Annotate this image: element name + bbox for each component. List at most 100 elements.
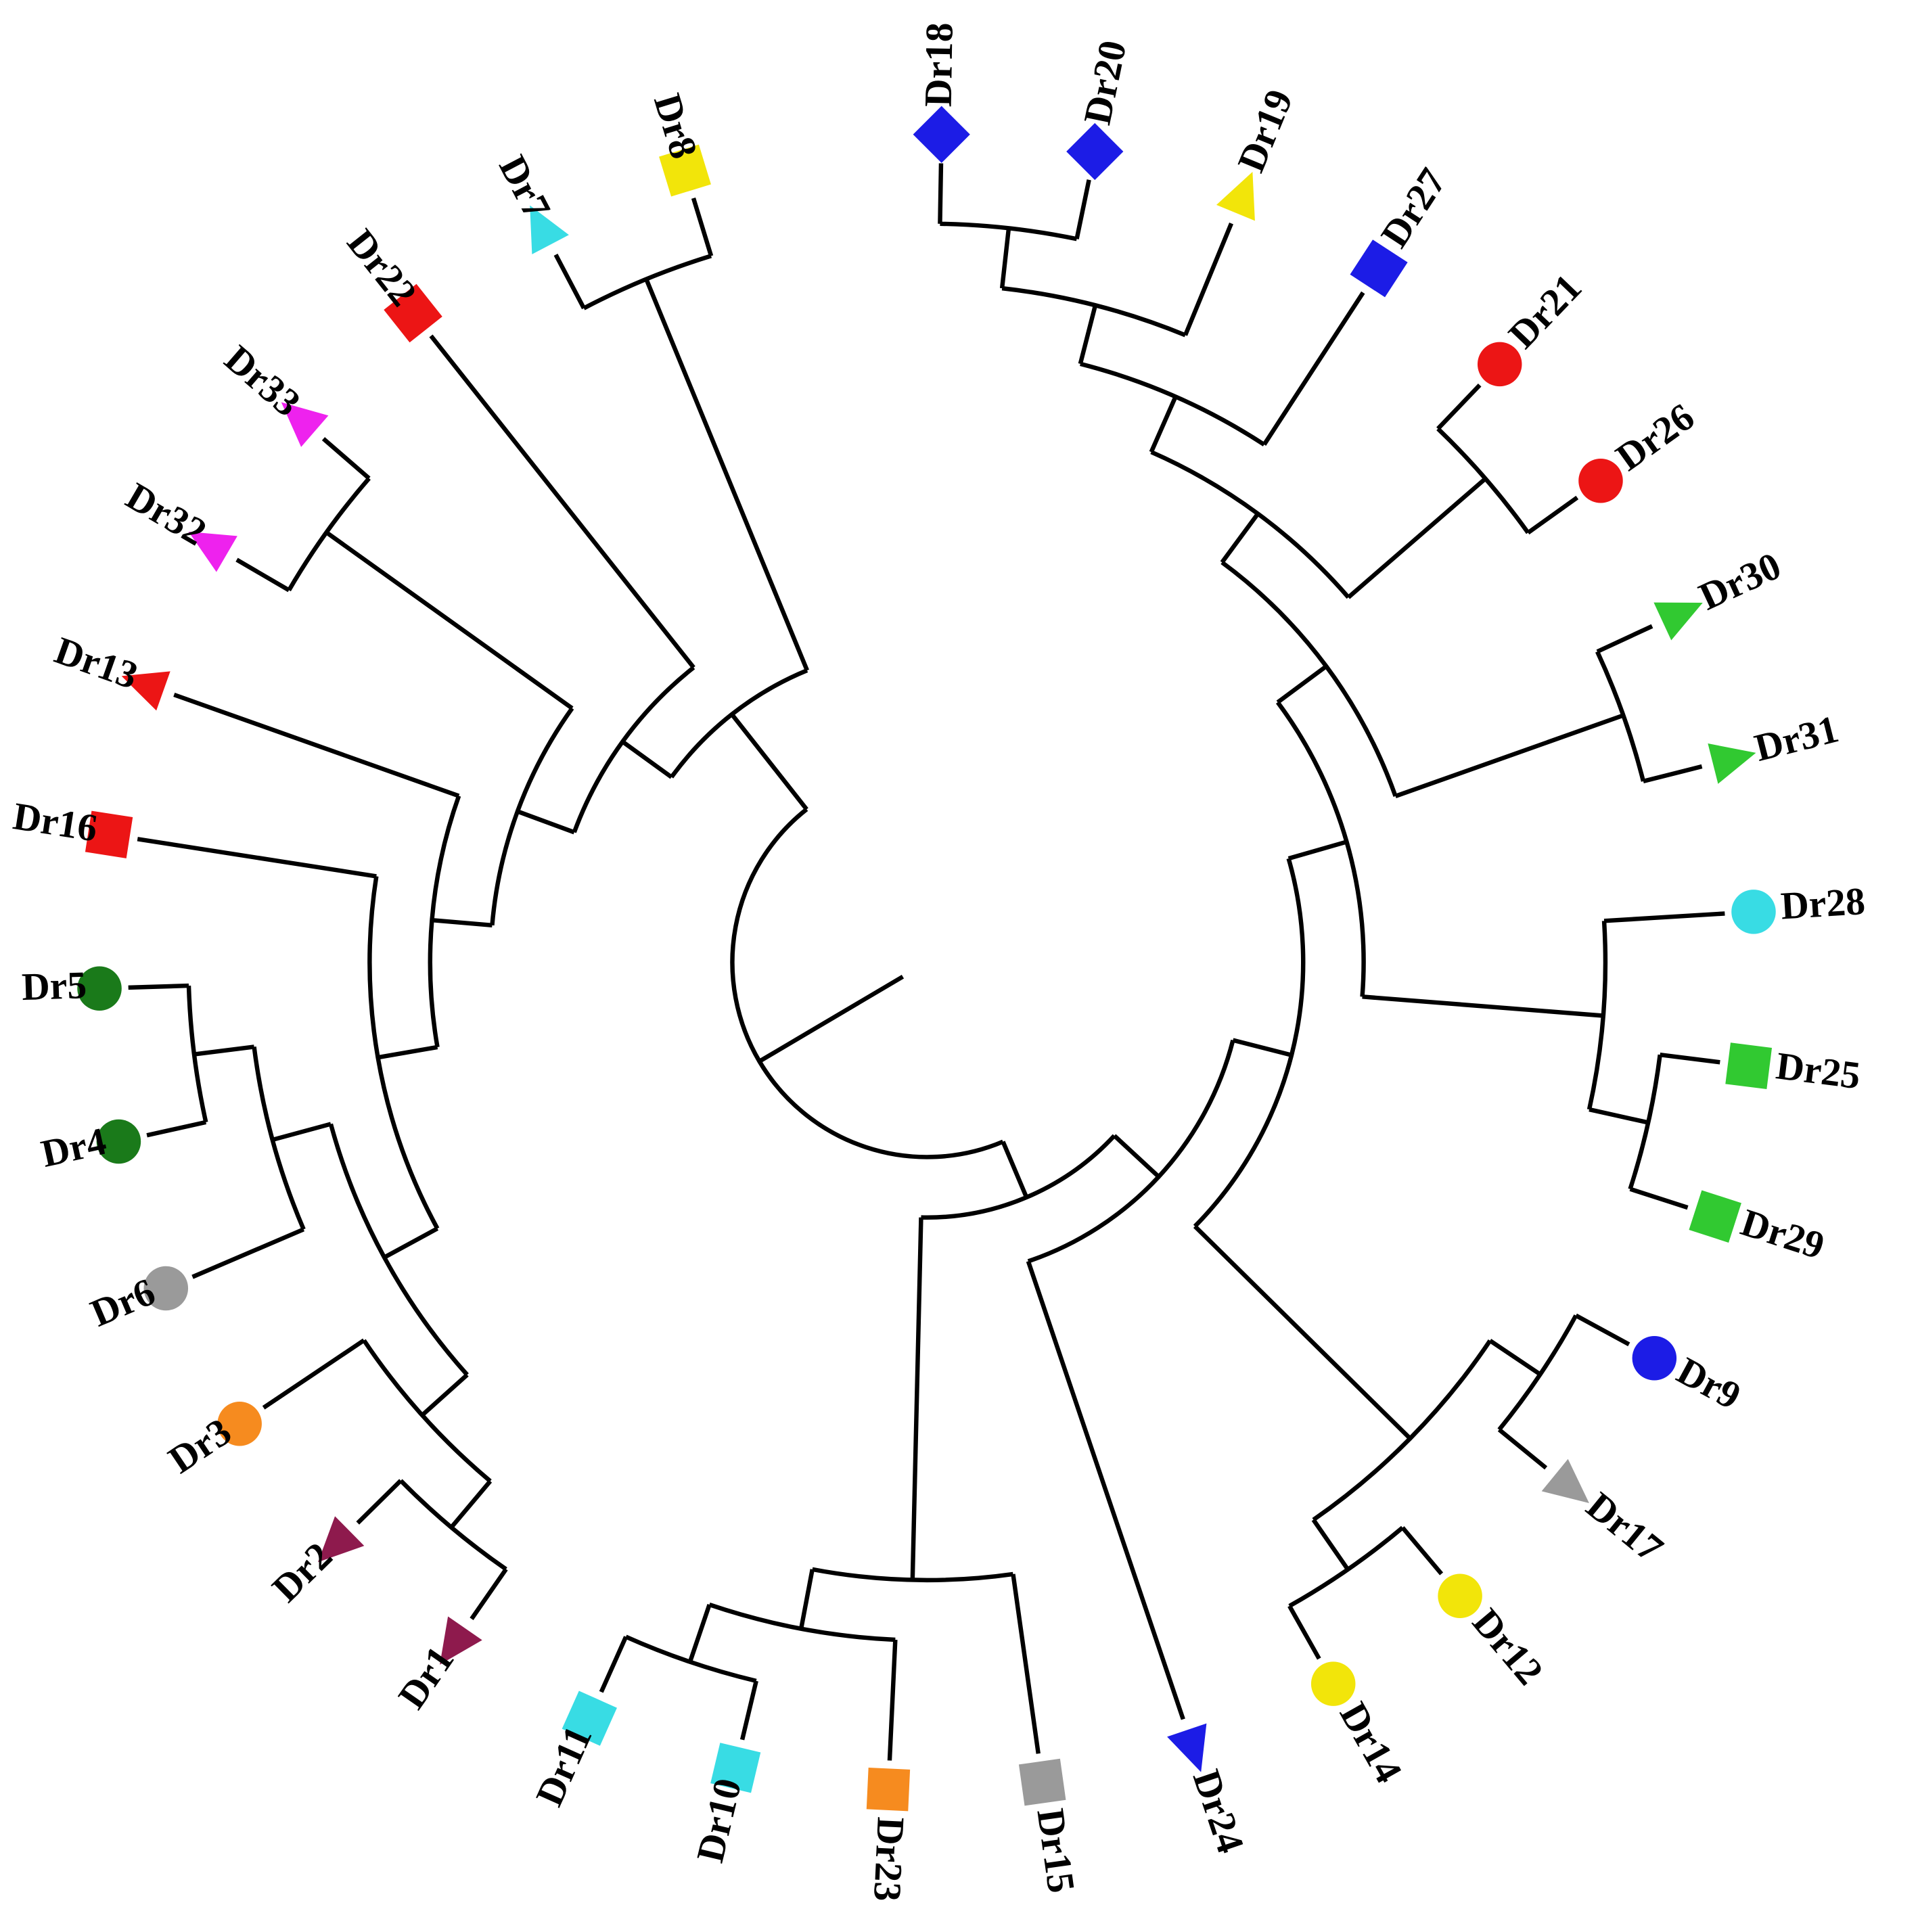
clade-arc-L2 <box>252 1046 306 1230</box>
branch-F1 <box>1488 1338 1542 1376</box>
branch-Dr28 <box>1603 911 1725 923</box>
gray-triangle-marker-icon <box>1541 1458 1589 1503</box>
red-circle-marker-icon <box>1578 458 1623 503</box>
clade-arc-R6 <box>1595 650 1646 782</box>
cyan-square-marker-icon <box>710 1742 761 1793</box>
leaf-label-Dr4: Dr4 <box>37 1120 110 1175</box>
branch-Dr2 <box>356 1478 403 1525</box>
leaf-marker-Dr22 <box>384 283 442 342</box>
magenta-triangle-marker-icon <box>188 531 237 572</box>
leaf-marker-Dr8 <box>659 144 711 197</box>
branch-Dr31 <box>1643 764 1703 783</box>
leaf-marker-Dr19 <box>1216 171 1255 221</box>
branch-A1 <box>621 739 673 779</box>
clade-arc-R1 <box>940 221 1078 241</box>
clade-arc-G2 <box>708 1602 896 1642</box>
branch-A3 <box>432 917 493 927</box>
blue-circle-marker-icon <box>1632 1335 1677 1380</box>
cyan-circle-marker-icon <box>1731 889 1776 934</box>
branch-Dr12 <box>1400 1525 1444 1576</box>
clade-arc-R4 <box>1436 426 1530 534</box>
branch-Dr30 <box>1596 624 1653 653</box>
leaf-marker-Dr29 <box>1689 1189 1741 1243</box>
leaf-label-Dr5: Dr5 <box>21 964 87 1009</box>
branch-F2 <box>1311 1518 1350 1571</box>
red-circle-marker-icon <box>1477 342 1522 386</box>
leaf-marker-Dr32 <box>188 531 237 572</box>
leaf-marker-Dr10 <box>710 1742 761 1793</box>
branch-G3 <box>910 1217 923 1580</box>
clade-arc-G3 <box>812 1567 1013 1582</box>
clade-arc-R2 <box>1001 285 1187 337</box>
gray-square-marker-icon <box>1018 1758 1066 1806</box>
branch-Dr3 <box>262 1338 365 1410</box>
branch-Dr22 <box>429 334 695 669</box>
leaf-marker-Dr20 <box>1066 122 1124 180</box>
branch-Dr7 <box>553 253 586 309</box>
branch-Dr25 <box>1660 1052 1720 1065</box>
clade-arc-F1 <box>1497 1314 1578 1431</box>
leaf-marker-Dr27 <box>1350 239 1408 297</box>
leaf-label-Dr25: Dr25 <box>1774 1044 1863 1097</box>
branch-A4 <box>377 1044 438 1059</box>
leaf-marker-Dr23 <box>866 1767 911 1811</box>
leaf-label-Dr15: Dr15 <box>1028 1806 1082 1895</box>
branch-L1 <box>193 1044 254 1057</box>
leaf-label-Dr31: Dr31 <box>1750 708 1842 770</box>
branch-Dr21 <box>1436 383 1482 430</box>
darkgreen-circle-marker-icon <box>96 1119 141 1164</box>
leaf-marker-Dr15 <box>1018 1758 1066 1806</box>
branch-Dr9 <box>1574 1313 1630 1346</box>
branch-Dr32 <box>235 557 290 592</box>
leaf-label-Dr19: Dr19 <box>1230 83 1302 177</box>
leaf-label-Dr8: Dr8 <box>645 89 705 163</box>
red-square-marker-icon <box>85 810 133 858</box>
branch-Dr8 <box>691 197 714 256</box>
leaf-marker-Dr31 <box>1708 743 1756 784</box>
branch-cladeB <box>1001 1140 1029 1198</box>
branch-Dr23 <box>887 1639 898 1761</box>
branch-Dr10 <box>739 1680 758 1741</box>
leaf-label-Dr28: Dr28 <box>1779 880 1866 927</box>
blue-square-marker-icon <box>1350 239 1408 297</box>
leaf-marker-Dr26 <box>1578 458 1623 503</box>
branch-L2 <box>271 1121 332 1142</box>
leaf-marker-Dr28 <box>1731 889 1776 934</box>
branch-B5 <box>1220 511 1260 564</box>
leaf-label-Dr27: Dr27 <box>1373 161 1455 255</box>
clade-arc-cladeB <box>921 1134 1116 1220</box>
clade-arc-R8 <box>1628 1054 1662 1190</box>
leaf-marker-Dr5 <box>77 965 122 1011</box>
leaf-label-Dr21: Dr21 <box>1501 266 1590 356</box>
branch-L4 <box>420 1373 469 1417</box>
branch-B2 <box>1232 1038 1292 1057</box>
leaf-label-Dr29: Dr29 <box>1736 1201 1829 1267</box>
branch-L5 <box>383 1226 439 1260</box>
branch-Dr33 <box>321 436 371 480</box>
clade-arc-U2 <box>287 476 371 591</box>
green-square-marker-icon <box>1725 1042 1773 1089</box>
leaf-label-Dr17: Dr17 <box>1578 1484 1670 1571</box>
leaf-marker-Dr33 <box>281 402 329 447</box>
maroon-triangle-marker-icon <box>318 1515 365 1562</box>
leaf-marker-Dr24 <box>1167 1723 1207 1772</box>
clade-arc-root <box>730 807 1004 1159</box>
leaf-label-Dr7: Dr7 <box>490 149 558 226</box>
clade-arc-A1 <box>572 665 695 833</box>
branch-G2 <box>798 1568 815 1629</box>
clade-arc-R3 <box>1080 361 1266 446</box>
branch-Dr6 <box>191 1226 305 1279</box>
branch-Dr18 <box>938 162 944 224</box>
branch-Dr26 <box>1526 495 1579 534</box>
leaf-marker-Dr3 <box>217 1401 262 1446</box>
leaf-marker-Dr30 <box>1653 602 1703 640</box>
green-square-marker-icon <box>1689 1189 1741 1243</box>
cyan-triangle-marker-icon <box>530 205 569 254</box>
branch-Dr20 <box>1074 179 1091 239</box>
cyan-square-marker-icon <box>562 1690 617 1746</box>
blue-diamond-marker-icon <box>913 106 970 163</box>
clade-arc-U1 <box>583 253 712 310</box>
green-triangle-marker-icon <box>1708 743 1756 784</box>
leaf-label-Dr30: Dr30 <box>1693 544 1787 618</box>
branch-R8 <box>1589 1107 1649 1125</box>
